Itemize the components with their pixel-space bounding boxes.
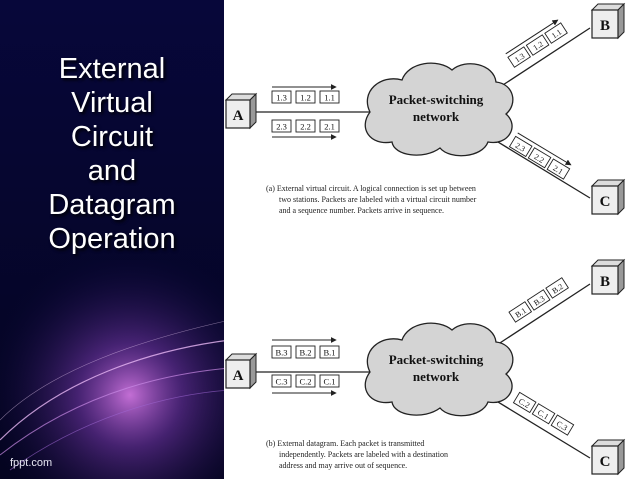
packet-row-a-to-b: 1.3 1.2 1.1 (505, 19, 568, 68)
node-b-label: B (600, 274, 610, 290)
packet-row-a-bottom: 2.3 2.2 2.1 (271, 119, 340, 140)
node-c-box: C (590, 438, 626, 476)
packet-label: 1.1 (324, 93, 335, 103)
node-b-box: B (590, 258, 626, 296)
caption-b: (b) External datagram. Each packet is tr… (266, 439, 448, 470)
caption-line: (b) External datagram. Each packet is tr… (266, 439, 424, 448)
packet-row-a-top: 1.3 1.2 1.1 (271, 84, 340, 104)
node-b-label: B (600, 18, 610, 34)
packet-label: 2.1 (324, 122, 335, 132)
slide-title: External Virtual Circuit and Datagram Op… (0, 52, 224, 256)
packet-switching-cloud: Packet-switching network (364, 322, 514, 417)
packet-label: 2.2 (300, 122, 311, 132)
caption-line: address and may arrive out of sequence. (279, 461, 407, 470)
node-a-box: A (224, 352, 258, 390)
packet-label: 2.3 (514, 141, 527, 154)
cloud-label-line1: Packet-switching (389, 352, 484, 367)
node-c-box: C (590, 178, 626, 216)
packet-switching-cloud: Packet-switching network (364, 62, 514, 157)
node-c-label: C (600, 194, 611, 210)
caption-line: two stations. Packets are labeled with a… (279, 195, 477, 204)
title-line: and (87, 155, 137, 187)
node-a-label: A (233, 368, 244, 384)
packet-label: 2.1 (551, 163, 564, 176)
packet-label: 1.2 (300, 93, 311, 103)
packet-label: C.3 (275, 377, 287, 387)
node-c-label: C (600, 454, 611, 470)
packet-label: C.1 (323, 377, 335, 387)
packet-row-b-bottom: C.3 C.2 C.1 (271, 374, 340, 396)
title-line: Operation (48, 223, 176, 255)
figure-panel: A B C Packet-switching network (224, 0, 638, 479)
packet-row-a-to-c: 2.3 2.2 2.1 (508, 132, 572, 180)
panel-a: A B C Packet-switching network (224, 2, 626, 216)
caption-a: (a) External virtual circuit. A logical … (266, 184, 477, 215)
packet-label: 2.2 (532, 152, 545, 165)
caption-line: (a) External virtual circuit. A logical … (266, 184, 476, 193)
packet-row-b-to-c: C.2 C.1 C.3 (512, 391, 575, 436)
title-line: Virtual (71, 87, 153, 119)
title-line: Circuit (70, 121, 154, 153)
footer-brand: fppt.com (10, 457, 53, 469)
title-line: Datagram (48, 189, 176, 221)
packet-row-b-to-b: B.1 B.3 B.2 (508, 277, 569, 323)
packet-label: B.1 (323, 348, 335, 358)
packet-label: 1.3 (276, 93, 287, 103)
caption-line: independently. Packets are labeled with … (279, 450, 448, 459)
node-a-box: A (224, 92, 258, 130)
node-a-label: A (233, 108, 244, 124)
network-diagram: A B C Packet-switching network (224, 2, 626, 476)
packet-row-b-top: B.3 B.2 B.1 (271, 337, 340, 359)
cloud-label-line2: network (413, 369, 460, 384)
packet-label: B.3 (275, 348, 287, 358)
packet-label: 2.3 (276, 122, 287, 132)
panel-b: A B C Packet-switching network B.3 (224, 258, 626, 476)
cloud-label-line1: Packet-switching (389, 92, 484, 107)
packet-label: C.2 (299, 377, 311, 387)
title-line: External (58, 53, 166, 85)
packet-label: B.2 (299, 348, 311, 358)
cloud-label-line2: network (413, 109, 460, 124)
node-b-box: B (590, 2, 626, 40)
caption-line: and a sequence number. Packets arrive in… (279, 206, 444, 215)
